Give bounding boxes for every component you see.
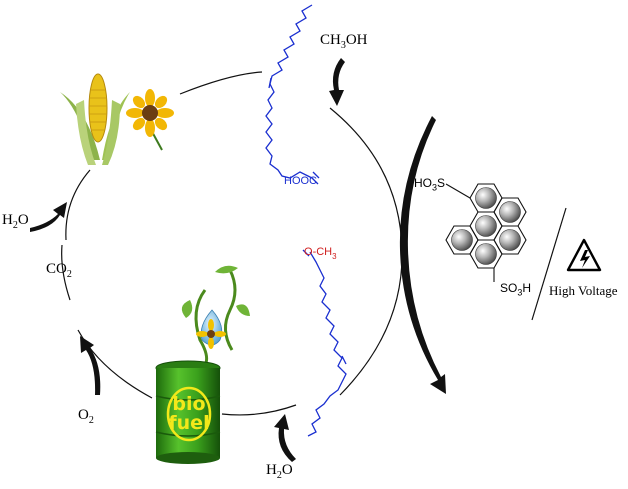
o2-label: O2 (78, 408, 94, 426)
arrow-h2o-bottom-icon (274, 414, 296, 462)
methanol-ch: CH (320, 32, 341, 48)
h2o-bottom-label: H2O (266, 463, 293, 481)
high-voltage-sign-icon (566, 238, 602, 272)
arc-bottom (221, 404, 297, 416)
sulfonated-carbon-catalyst (445, 183, 527, 282)
co2-sub: 2 (66, 269, 72, 280)
co2-label: CO2 (46, 262, 72, 280)
fatty-acid-head-label: HOOC (284, 175, 317, 187)
so3h-bottom-a: SO (500, 281, 518, 295)
arc-left-upper (65, 169, 91, 241)
ester-ch3: -CH (312, 246, 333, 258)
arc-top (179, 71, 263, 95)
fatty-acid-molecule (265, 4, 320, 185)
methyl-ester-molecule (302, 249, 347, 437)
curved-arrows (30, 58, 446, 462)
barrel-text-fuel: fuel (168, 412, 210, 434)
arc-bottom-left (77, 329, 153, 399)
ester-o: O (304, 246, 313, 258)
arrow-big-catalyst-icon (399, 116, 446, 394)
methanol-sub: 3 (340, 40, 346, 51)
so3h-bottom-sub: 3 (517, 287, 523, 298)
co2-text: CO (46, 261, 67, 277)
ester-sub: 3 (332, 252, 337, 262)
so3h-bottom-label: SO3H (500, 282, 531, 297)
so3h-left-sub: 3 (432, 182, 438, 193)
so3h-bottom-b: H (522, 281, 532, 295)
so3h-left-label: HO3S (414, 177, 445, 192)
h2o-bottom-o: O (281, 462, 293, 478)
barrel-text-bio: bio (172, 393, 206, 415)
so3h-left-b: S (437, 176, 446, 190)
h2o-bottom-sub: 2 (276, 470, 282, 481)
o2-text: O (78, 407, 89, 423)
arrow-methanol-icon (329, 58, 345, 106)
divider-slash (531, 207, 567, 321)
h2o-bottom-h: H (266, 462, 277, 478)
arrow-h2o-left-icon (30, 202, 67, 232)
o2-sub: 2 (88, 415, 94, 426)
arc-left-lower (61, 244, 71, 301)
h2o-left-label: H2O (2, 213, 29, 231)
methanol-oh: OH (345, 32, 368, 48)
methanol-label: CH3OH (320, 33, 368, 51)
so3h-left-a: HO (414, 176, 432, 190)
h2o-left-sub: 2 (12, 220, 18, 231)
arc-right (329, 107, 403, 396)
biofuel-barrel-icon (155, 265, 250, 464)
h2o-left-h: H (2, 212, 13, 228)
corn-and-sunflower-icon (60, 73, 174, 165)
h2o-left-o: O (17, 212, 29, 228)
arrow-o2-icon (80, 336, 101, 395)
high-voltage-label: High Voltage (549, 283, 618, 298)
ester-head-label: O-CH3 (304, 242, 337, 261)
